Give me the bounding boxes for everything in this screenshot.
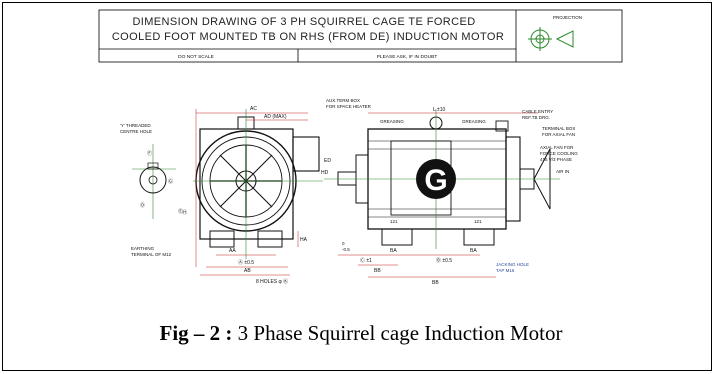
front-view-dimension-lines (195, 109, 308, 276)
motor-front-view (195, 116, 320, 248)
label-greasing-left: GREASING (380, 119, 404, 124)
label-axial-fan-2: FORCE COOLING (540, 151, 578, 156)
label-term-box-2: FOR AXIAL FAN (542, 132, 575, 137)
label-air-in: AIR IN (556, 169, 569, 174)
label-term-box-1: TERMINAL BOX (542, 126, 575, 131)
dim-h: Ⓗ (182, 209, 187, 216)
g-logo: G (416, 159, 456, 199)
dim-holes: 8 HOLES φ Ⓚ (256, 278, 288, 285)
projection-label: PROJECTION (553, 15, 582, 20)
label-threaded-hole-1: 'Y' THREADED (120, 123, 151, 128)
caption-label: Fig – 2 : (159, 321, 233, 345)
dim-bb: BB (432, 280, 439, 286)
dim-minus: -0.5 (342, 247, 350, 252)
dim-zero: 0 (342, 241, 345, 246)
note-do-not-scale: DO NOT SCALE (178, 54, 214, 60)
dim-b: Ⓑ ±0.5 (436, 257, 452, 264)
dim-bb-small: BB (374, 268, 381, 274)
dim-l: L ±10 (433, 107, 446, 113)
shaft-end-view (132, 144, 176, 219)
dim-ab: AB (244, 268, 251, 274)
caption-text: 3 Phase Squirrel cage Induction Motor (232, 321, 563, 345)
label-g: Ⓖ (168, 178, 173, 185)
label-cable-entry-1: CABLE ENTRY (522, 109, 553, 114)
dim-hd: HD (321, 170, 329, 176)
motor-dimension-drawing: DIMENSION DRAWING OF 3 PH SQUIRREL CAGE … (98, 9, 623, 286)
dim-aa: AA (229, 248, 236, 254)
title-line-1: DIMENSION DRAWING OF 3 PH SQUIRREL CAGE … (132, 16, 475, 28)
side-view-dimension-lines (338, 112, 538, 278)
label-greasing-right: GREASING (462, 119, 486, 124)
note-please-ask: PLEASE ASK, IF IN DOUBT (377, 54, 438, 60)
svg-text:G: G (424, 164, 447, 197)
dim-121-left: 121 (390, 219, 398, 224)
label-axial-fan-3: 415 V/3 PHASE (540, 157, 572, 162)
dim-ba-right: BA (470, 248, 477, 254)
label-threaded-hole-2: CENTRE HOLE (120, 129, 152, 134)
title-line-2: COOLED FOOT MOUNTED TB ON RHS (FROM DE) … (112, 31, 504, 43)
dim-c: Ⓒ ±1 (360, 257, 372, 264)
dim-121-right: 121 (474, 219, 482, 224)
label-jacking-2: TAP M16 (496, 268, 515, 273)
label-f: Ⓕ (147, 150, 152, 157)
title-block (98, 9, 623, 63)
figure-frame: DIMENSION DRAWING OF 3 PH SQUIRREL CAGE … (2, 2, 712, 371)
dim-ad: AD (MAX) (264, 114, 287, 120)
dim-ba-left: BA (390, 248, 397, 254)
label-jacking-1: JACKING HOLE (496, 262, 529, 267)
dim-a: Ⓐ ±0.5 (238, 259, 254, 266)
label-e: Ⓔ (178, 208, 183, 215)
label-cable-entry-2: REF.TB DRG. (522, 115, 550, 120)
projection-symbol-icon (528, 27, 574, 51)
front-view-centerlines (193, 109, 323, 259)
figure-caption: Fig – 2 : 3 Phase Squirrel cage Inductio… (3, 321, 716, 346)
dim-ed: ED (324, 158, 331, 164)
dim-ac: AC (250, 106, 257, 112)
label-axial-fan-1: AXIAL FAN FOR (540, 145, 574, 150)
label-aux-box-1: AUX.TERM BOX (326, 98, 360, 103)
dim-ha: HA (300, 237, 308, 243)
label-d: Ⓓ (140, 202, 145, 209)
label-earthing-2: TERMINAL OF M12 (131, 252, 172, 257)
label-earthing-1: EARTHING (131, 246, 155, 251)
label-aux-box-2: FOR SPACE HEATER (326, 104, 372, 109)
